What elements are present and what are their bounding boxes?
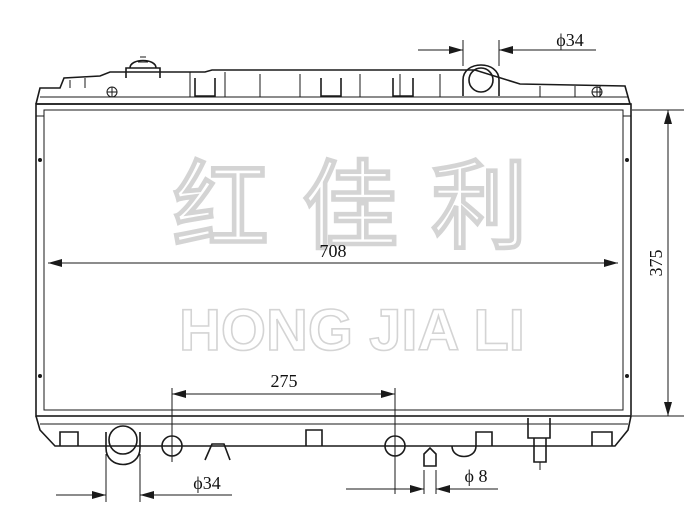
dimension-top-pipe-diameter: ϕ34 xyxy=(418,30,596,66)
bottom-tank xyxy=(35,415,632,470)
dimension-core-height: 375 xyxy=(632,109,684,417)
dimension-core-width: 708 xyxy=(48,241,618,267)
dimension-bottom-pipe-diameter: ϕ34 xyxy=(56,454,232,502)
dimension-label-drain: ϕ 8 xyxy=(465,466,488,486)
dimension-label-275: 275 xyxy=(271,371,298,391)
dimension-label-bottom-pipe: ϕ34 xyxy=(193,473,220,493)
watermark-chinese: 红 佳 利 xyxy=(173,151,528,263)
watermark: 红 佳 利 HONG JIA LI xyxy=(172,150,528,364)
watermark-pinyin: HONG JIA LI xyxy=(179,298,525,363)
dimension-inlet-spacing: 275 xyxy=(171,371,396,494)
dimension-drain-diameter: ϕ 8 xyxy=(346,466,498,494)
top-tank xyxy=(35,56,631,105)
dimension-label-top-pipe: ϕ34 xyxy=(556,30,583,50)
radiator-core xyxy=(35,103,632,417)
dimension-label-375: 375 xyxy=(646,250,666,277)
dimension-label-708: 708 xyxy=(320,241,347,261)
